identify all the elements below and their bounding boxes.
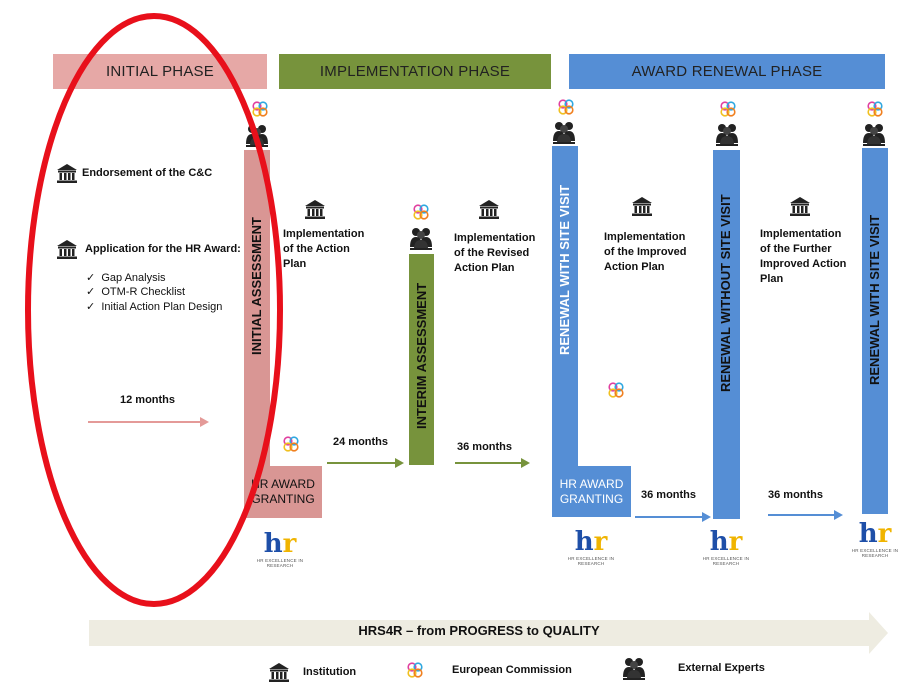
duration-36-months-2: 36 months	[641, 489, 697, 501]
bar-renewal-site-visit-1	[552, 146, 578, 466]
banner-arrow	[89, 612, 888, 654]
checklist-item: ✓ OTM-R Checklist	[86, 286, 186, 298]
legend-european-commission: European Commission	[452, 664, 572, 676]
european-commission-icon	[608, 382, 624, 398]
legend-external-experts: External Experts	[678, 662, 765, 674]
institution-icon	[479, 200, 499, 219]
european-commission-icon	[720, 101, 736, 117]
phase-implementation: IMPLEMENTATION PHASE	[279, 54, 551, 89]
phase-renewal: AWARD RENEWAL PHASE	[569, 54, 885, 89]
institution-icon	[305, 200, 325, 219]
bar-interim-assessment	[409, 254, 434, 465]
arrow-12-months	[88, 417, 209, 427]
external-experts-icon	[553, 122, 575, 144]
checklist-item: ✓ Initial Action Plan Design	[86, 301, 223, 313]
label-renewal-site-visit-2: RENEWAL WITH SITE VISIT	[867, 214, 882, 385]
bar-renewal-site-visit-2	[862, 148, 888, 514]
institution-icon	[790, 197, 810, 216]
arrow-24-months	[327, 458, 404, 468]
bar-renewal-without-site-visit	[713, 150, 740, 519]
hr-excellence-logo: hr HR EXCELLENCE IN RESEARCH	[567, 527, 615, 566]
banner-title: HRS4R – from PROGRESS to QUALITY	[358, 623, 600, 638]
european-commission-icon	[413, 204, 429, 220]
checklist-item: ✓ Gap Analysis	[86, 272, 166, 284]
endorsement-label: Endorsement of the C&C	[82, 167, 213, 179]
arrow-36-months-2	[635, 512, 711, 522]
hr-excellence-logo: hr HR EXCELLENCE IN RESEARCH	[702, 527, 750, 566]
duration-36-months-3: 36 months	[768, 489, 824, 501]
label-interim-assessment: INTERIM ASSESSMENT	[414, 282, 429, 429]
duration-36-months-1: 36 months	[457, 441, 513, 453]
label-renewal-without-site-visit: RENEWAL WITHOUT SITE VISIT	[718, 194, 733, 392]
arrow-36-months-1	[455, 458, 530, 468]
arrow-36-months-3	[768, 510, 843, 520]
institution-icon	[632, 197, 652, 216]
european-commission-icon	[407, 662, 423, 678]
european-commission-icon	[558, 99, 574, 115]
hr-excellence-logo: hr HR EXCELLENCE IN RESEARCH	[851, 519, 899, 558]
step-implementation-further: Implementation of the Further Improved A…	[760, 228, 847, 285]
hr-excellence-logo: hr HR EXCELLENCE IN RESEARCH	[256, 529, 304, 568]
step-implementation-improved: Implementation of the Improved Action Pl…	[604, 231, 687, 273]
external-experts-icon	[716, 124, 738, 146]
bar-initial-assessment	[244, 150, 270, 466]
hr-award-granting-1: HR AWARD GRANTING	[244, 466, 322, 518]
highlight-circle	[25, 13, 283, 607]
step-implementation-revised: Implementation of the Revised Action Pla…	[454, 232, 536, 274]
duration-24-months: 24 months	[333, 436, 389, 448]
hr-award-granting-2: HR AWARD GRANTING	[552, 466, 631, 517]
external-experts-icon	[623, 658, 645, 680]
application-label: Application for the HR Award:	[85, 243, 241, 255]
step-implementation-action-plan: Implementation of the Action Plan	[283, 228, 365, 270]
external-experts-icon	[410, 228, 432, 250]
institution-icon	[269, 663, 289, 682]
external-experts-icon	[863, 124, 885, 146]
label-renewal-site-visit-1: RENEWAL WITH SITE VISIT	[557, 184, 572, 355]
legend-institution: Institution	[303, 666, 357, 678]
phase-initial: INITIAL PHASE	[53, 54, 267, 89]
duration-12-months: 12 months	[120, 394, 176, 406]
european-commission-icon	[867, 101, 883, 117]
